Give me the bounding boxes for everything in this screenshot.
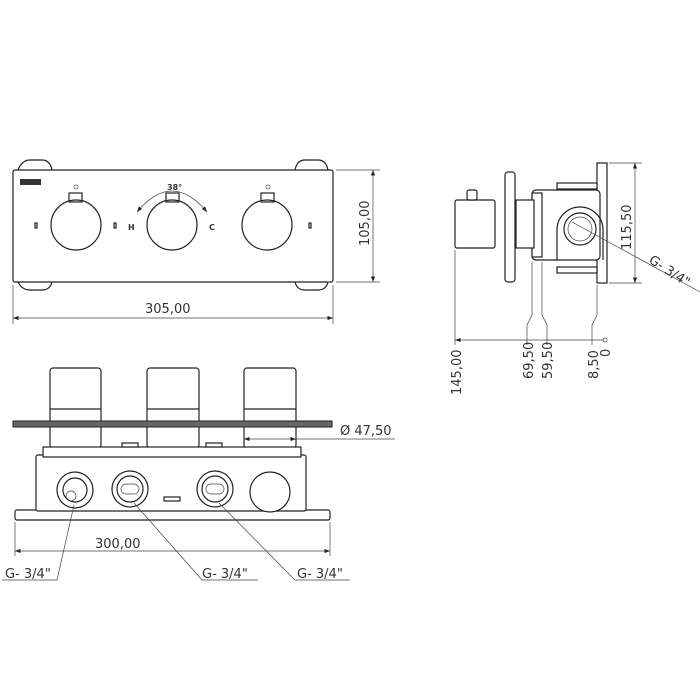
knob-top-right: [243, 367, 297, 449]
hot-label: H: [128, 223, 135, 232]
bottom-view: 300,00 Ø 47,50 G- 3/4" G- 3/4" G- 3/4": [2, 367, 395, 582]
cover-plate-top: [12, 420, 333, 428]
marker: [308, 222, 312, 229]
bottom-width-dim: 300,00: [95, 537, 141, 552]
cold-label: C: [209, 223, 215, 232]
knob-center: [136, 190, 208, 251]
front-height-dim: 105,00: [358, 201, 373, 247]
mount-tab: [17, 281, 53, 291]
angle-label: 38°: [167, 183, 182, 192]
side-view: 115,50 G- 3/4" 145,00 69,50 59,50 8,50 0: [450, 162, 700, 396]
mount-tab: [294, 159, 329, 171]
plug: [249, 471, 291, 513]
front-view: 38° H C 305,00 105,00: [12, 159, 380, 324]
stem: [515, 199, 535, 249]
knob-top-center: [146, 367, 200, 449]
side-height-dim: 115,50: [620, 205, 635, 251]
depth-dim-0: 0: [599, 349, 614, 357]
marker: [34, 222, 38, 229]
port-2: [111, 470, 149, 508]
port-1: [56, 471, 94, 509]
cover-plate-side: [504, 171, 516, 283]
cover-plate: [12, 169, 334, 283]
knob-left: [50, 184, 102, 251]
connection-label-1: G- 3/4": [5, 567, 51, 582]
depth-dim-69: 69,50: [522, 342, 537, 379]
connection-label-2: G- 3/4": [202, 567, 248, 582]
knob-side: [454, 199, 496, 249]
brand-logo: [20, 179, 41, 185]
mount-tab: [17, 159, 53, 171]
knob-diameter-dim: Ø 47,50: [340, 424, 392, 439]
depth-dim-59: 59,50: [541, 342, 556, 379]
marker: [113, 222, 117, 229]
mount-tab: [294, 281, 329, 291]
port-circle: [563, 212, 597, 246]
depth-dim-145: 145,00: [450, 350, 465, 396]
knob-top-left: [49, 367, 102, 449]
connection-label-3: G- 3/4": [297, 567, 343, 582]
knob-right: [241, 184, 293, 251]
leader-line: [571, 221, 700, 293]
port-3: [196, 470, 234, 508]
front-width-dim: 305,00: [145, 302, 191, 317]
depth-dim-8: 8,50: [587, 350, 602, 379]
side-connection-label: G- 3/4": [646, 253, 693, 291]
